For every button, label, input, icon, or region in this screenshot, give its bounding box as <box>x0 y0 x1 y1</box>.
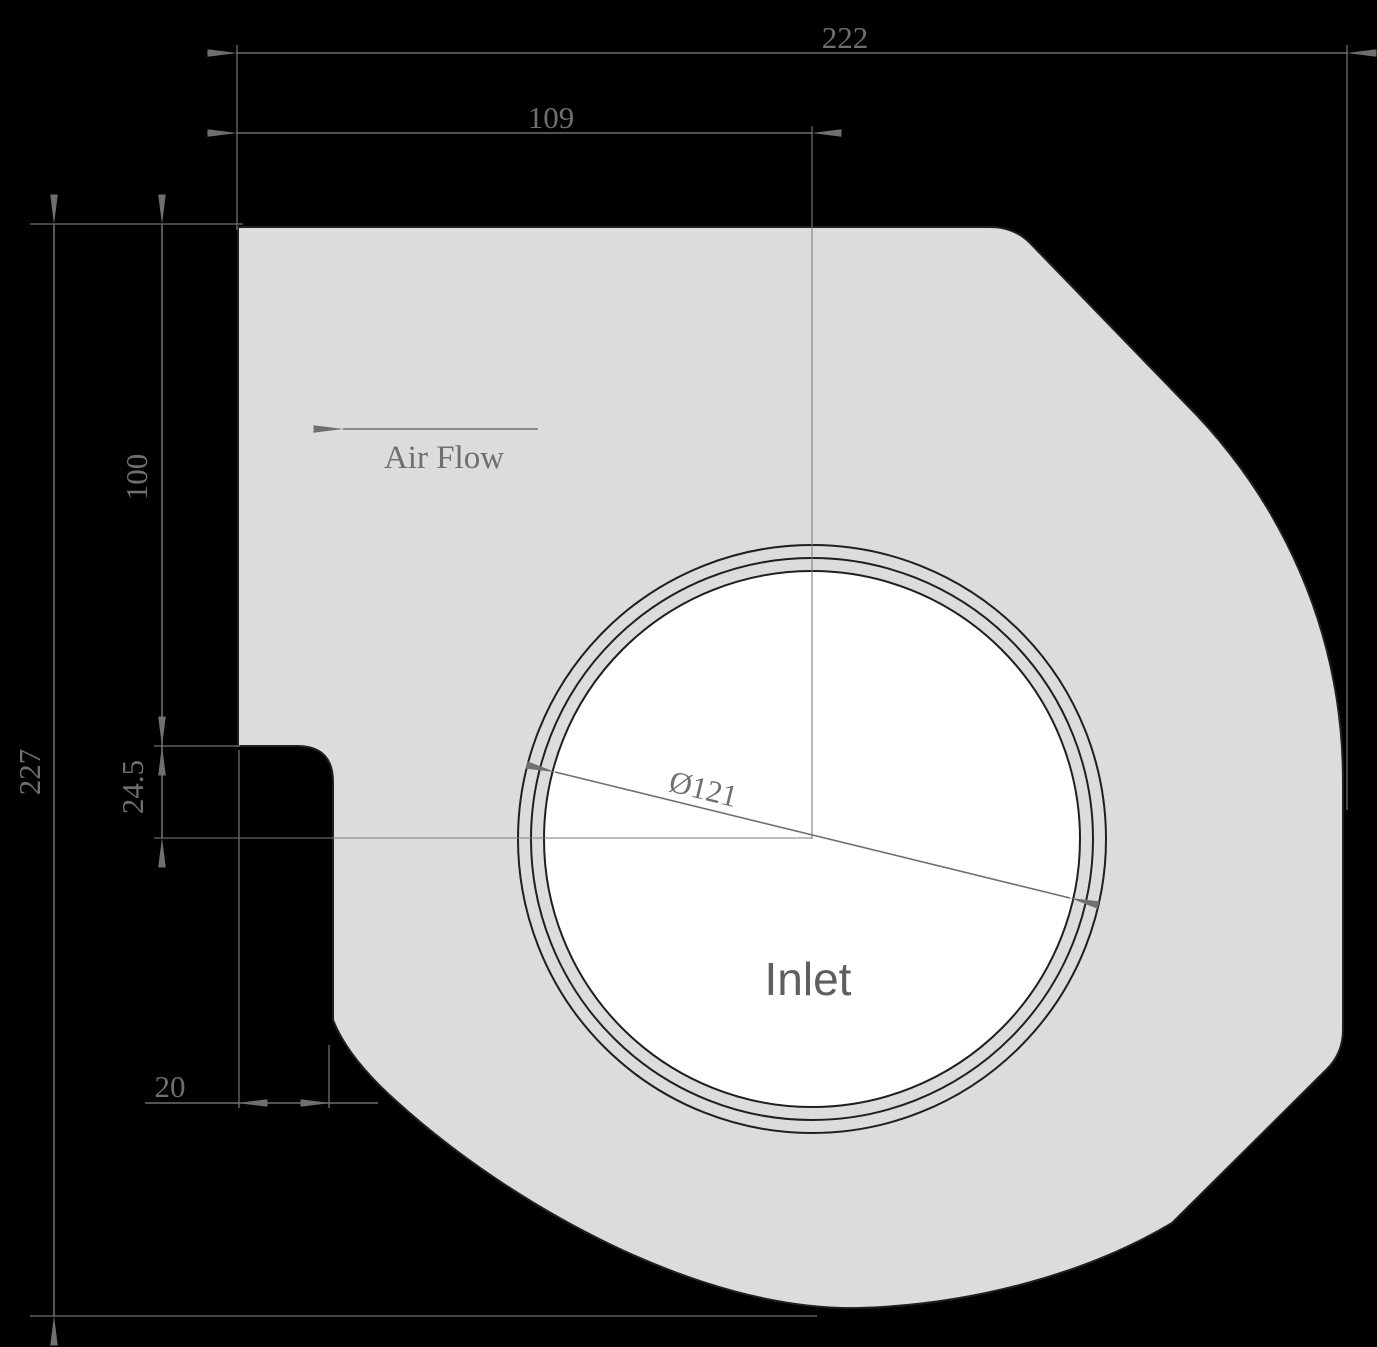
dim-step-to-center: 24.5 <box>115 716 166 868</box>
dim-step-to-center-label: 24.5 <box>115 760 150 814</box>
dim-overall-height-label: 227 <box>12 749 47 796</box>
dim-outlet-opening-label: 100 <box>119 454 154 501</box>
dim-outlet-wall-offset-label: 20 <box>155 1069 186 1104</box>
dim-center-from-left: 109 <box>207 100 842 137</box>
air-flow-annotation: Air Flow <box>313 425 538 476</box>
dim-center-from-left-label: 109 <box>528 100 575 135</box>
dim-overall-width: 222 <box>207 20 1377 57</box>
dim-overall-width-label: 222 <box>822 20 869 55</box>
air-flow-label: Air Flow <box>384 440 504 476</box>
dim-outlet-wall-offset: 20 <box>145 1069 378 1107</box>
dim-outlet-opening: 100 <box>119 194 166 776</box>
dim-inlet-diameter-line <box>525 761 1100 909</box>
inlet-label: Inlet <box>765 953 852 1005</box>
dim-overall-height: 227 <box>12 194 58 1346</box>
